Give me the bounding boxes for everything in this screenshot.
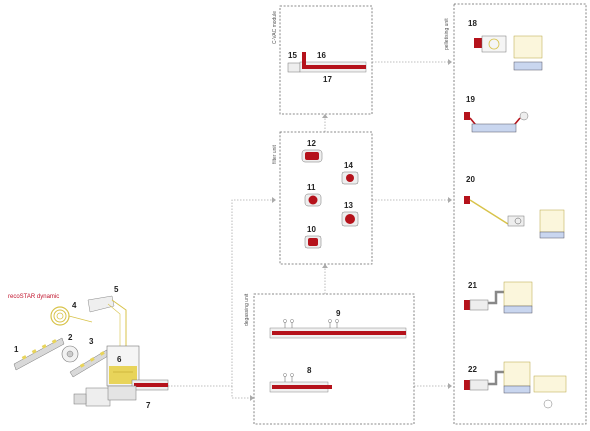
step-label-1: 1 (14, 345, 19, 354)
step-label-12: 12 (307, 139, 316, 148)
arrow-cvac-pellet (448, 59, 452, 65)
filter-unit: filter unit 12 14 11 13 10 (272, 131, 373, 265)
filter-12 (301, 149, 323, 163)
pelletiser-21 (464, 281, 533, 314)
filter-13 (341, 211, 359, 227)
main-extruder (73, 379, 169, 407)
arrow-degassing-pellet (448, 383, 452, 389)
degassing-unit: degassing unit 9 8 (244, 293, 415, 425)
step-label-6: 6 (117, 355, 122, 364)
degassing-unit-frame (253, 293, 415, 425)
flow-extruder-to-degassing (168, 199, 272, 387)
arrow-filter-up (322, 114, 328, 118)
degassing-extruder-8 (269, 373, 332, 393)
step-label-9: 9 (336, 309, 341, 318)
cvac-module-frame (279, 5, 373, 115)
filter-11 (304, 193, 322, 207)
step-label-2: 2 (68, 333, 73, 342)
cutter-disc (61, 345, 79, 363)
feeding-section: recoSTAR dynamic 1 2 4 (8, 285, 169, 410)
pelletiser-19 (464, 111, 529, 133)
pelletising-unit-frame (453, 3, 587, 425)
step-label-13: 13 (344, 201, 353, 210)
flow-extruder-to-degassing-lower (231, 386, 250, 399)
arrow-degassing-up (322, 264, 328, 268)
step-label-10: 10 (307, 225, 316, 234)
step-label-15: 15 (288, 51, 297, 60)
step-label-21: 21 (468, 281, 477, 290)
step-label-4: 4 (72, 301, 77, 310)
filter-14 (341, 171, 359, 185)
feed-hood (87, 295, 127, 346)
film-reel (50, 306, 93, 326)
cvac-module-label: C-VAC module (272, 11, 278, 44)
step-label-16: 16 (317, 51, 326, 60)
step-label-18: 18 (468, 19, 477, 28)
step-label-19: 19 (466, 95, 475, 104)
step-label-7: 7 (146, 401, 151, 410)
step-label-14: 14 (344, 161, 353, 170)
cvac-module: C-VAC module 15 16 17 (272, 5, 373, 115)
step-label-5: 5 (114, 285, 119, 294)
brand-name: recoSTAR dynamic (8, 294, 59, 300)
arrow-to-degassing (250, 395, 254, 401)
step-label-20: 20 (466, 175, 475, 184)
cvac-extruder (287, 52, 367, 73)
pelletiser-20 (464, 196, 565, 239)
degassing-extruder-9 (269, 319, 407, 339)
arrow-to-filter (272, 197, 276, 203)
step-label-22: 22 (468, 365, 477, 374)
conveyor-belt (13, 337, 65, 371)
pelletiser-18 (474, 35, 543, 71)
step-label-3: 3 (89, 337, 94, 346)
pelletising-unit: pelletising unit 18 19 20 (444, 3, 587, 425)
filter-unit-label: filter unit (272, 144, 278, 164)
pelletising-unit-label: pelletising unit (444, 18, 450, 50)
degassing-unit-label: degassing unit (244, 293, 250, 326)
cutter-compactor (106, 345, 140, 387)
flow-connectors (168, 59, 452, 401)
filter-10 (304, 235, 322, 249)
step-label-17: 17 (323, 75, 332, 84)
step-label-8: 8 (307, 366, 312, 375)
step-label-11: 11 (307, 183, 316, 192)
filter-unit-frame (279, 131, 373, 265)
arrow-filter-pellet (448, 197, 452, 203)
pelletiser-22 (464, 361, 567, 409)
